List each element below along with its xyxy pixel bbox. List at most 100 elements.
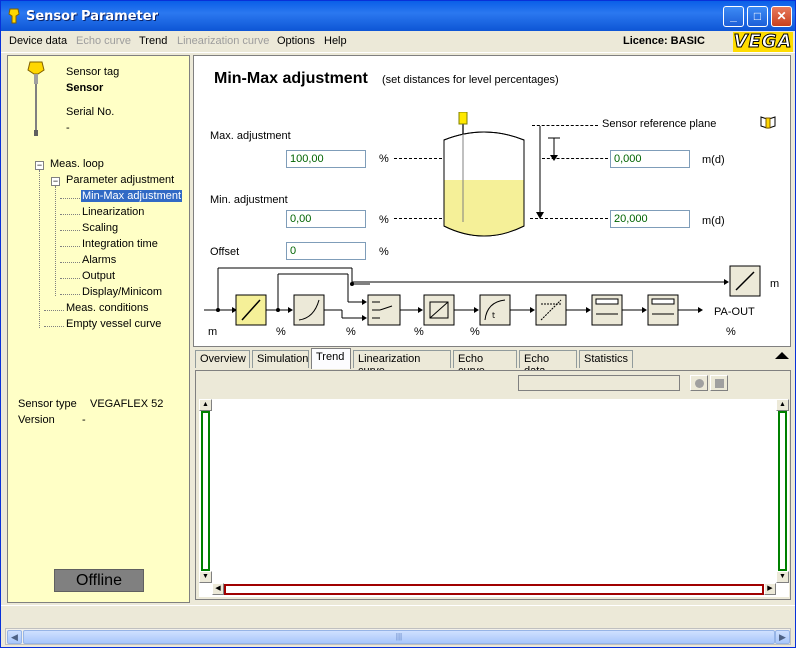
scroll-down-icon[interactable]: ▼ [199, 571, 212, 583]
top-output-unit: m [770, 278, 780, 290]
page-title: Min-Max adjustment [214, 70, 368, 87]
window-title: Sensor Parameter [26, 9, 158, 24]
trend-progress-bar [518, 375, 680, 391]
tree-parameter-adjustment[interactable]: Parameter adjustment [66, 174, 175, 186]
vega-logo: VEGA [733, 31, 793, 52]
window-horizontal-scrollbar[interactable]: ◀ ||| ▶ [5, 628, 791, 645]
tree-line [39, 170, 40, 328]
record-icon [695, 379, 704, 388]
scroll-thumb[interactable]: ||| [23, 630, 775, 644]
svg-text:t: t [492, 311, 495, 320]
tab-overview[interactable]: Overview [195, 350, 250, 368]
collapse-panel-icon[interactable] [775, 352, 789, 359]
tree-line [60, 246, 80, 247]
tank-diagram [443, 112, 525, 237]
scroll-track[interactable] [201, 411, 210, 571]
horizontal-scrollbar[interactable]: ◀ ▶ [212, 583, 776, 596]
tree-line [60, 198, 80, 199]
max-adjustment-percent-field[interactable]: 100,00 [286, 150, 366, 168]
tree-empty-vessel-curve[interactable]: Empty vessel curve [66, 318, 162, 330]
offset-field[interactable]: 0 [286, 242, 366, 260]
menu-help[interactable]: Help [324, 35, 347, 47]
manual-book-icon[interactable] [759, 114, 777, 130]
menu-options[interactable]: Options [277, 35, 315, 47]
stop-button[interactable] [710, 375, 728, 391]
tree-line [55, 186, 56, 296]
page-subtitle: (set distances for level percentages) [382, 74, 559, 86]
tab-linearization-curve[interactable]: Linearization curve [353, 350, 451, 377]
tree-meas-conditions[interactable]: Meas. conditions [66, 302, 149, 314]
reference-plane-line [532, 125, 598, 126]
serial-value: - [66, 122, 70, 134]
max-level-line [394, 158, 442, 159]
trend-plot-area[interactable]: ▲ ▼ ▲ ▼ ◀ ▶ [199, 399, 789, 597]
app-icon [8, 8, 20, 24]
tab-echo-curve[interactable]: Echo curve [453, 350, 517, 377]
scroll-up-icon[interactable]: ▲ [776, 399, 789, 411]
menu-linearization-curve[interactable]: Linearization curve [177, 35, 270, 47]
menu-trend[interactable]: Trend [139, 35, 168, 47]
input-unit-m: m [208, 326, 218, 338]
tab-statistics[interactable]: Statistics [579, 350, 633, 368]
maximize-icon: □ [753, 9, 762, 23]
chain-unit-pct: % [414, 326, 424, 338]
sensor-tree-panel: Sensor tag Sensor Serial No. - − Meas. l… [7, 55, 190, 603]
tree-collapse-icon[interactable]: − [51, 176, 60, 186]
sensor-reference-plane-label: Sensor reference plane [602, 118, 717, 130]
maximize-button[interactable]: □ [747, 6, 768, 27]
max-adjustment-label: Max. adjustment [210, 130, 291, 142]
tree-line [60, 294, 80, 295]
scroll-right-icon[interactable]: ▶ [775, 630, 790, 644]
sensor-type-value: VEGAFLEX 52 [90, 398, 164, 410]
tab-echo-data[interactable]: Echo data [519, 350, 577, 377]
tree-meas-loop[interactable]: Meas. loop [50, 158, 104, 170]
tree-item-linearization[interactable]: Linearization [82, 206, 145, 218]
offset-label: Offset [210, 246, 240, 258]
menu-device-data[interactable]: Device data [9, 35, 68, 47]
tab-simulation[interactable]: Simulation [252, 350, 309, 368]
trend-panel: ▲ ▼ ▲ ▼ ◀ ▶ [195, 370, 791, 600]
scroll-right-icon[interactable]: ▶ [764, 583, 776, 595]
tree-item-output[interactable]: Output [82, 270, 116, 282]
menu-echo-curve[interactable]: Echo curve [76, 35, 132, 47]
minimize-icon: _ [730, 9, 737, 23]
scroll-track[interactable] [778, 411, 787, 571]
tree-line [44, 326, 64, 327]
max-percent-unit: % [379, 153, 389, 165]
tree-line [44, 310, 64, 311]
close-button[interactable]: ✕ [771, 6, 792, 27]
scroll-track[interactable] [224, 584, 764, 595]
record-button[interactable] [690, 375, 708, 391]
signal-processing-chain: t [204, 265, 761, 326]
tree-item-display-minicom[interactable]: Display/Minicom [82, 286, 163, 298]
tree-item-scaling[interactable]: Scaling [82, 222, 119, 234]
tree-line [60, 278, 80, 279]
tab-trend[interactable]: Trend [311, 348, 351, 369]
max-level-line [542, 158, 608, 159]
scroll-left-icon[interactable]: ◀ [212, 583, 224, 595]
scroll-up-icon[interactable]: ▲ [199, 399, 212, 411]
scroll-left-icon[interactable]: ◀ [7, 630, 22, 644]
scroll-down-icon[interactable]: ▼ [776, 571, 789, 583]
version-value: - [82, 414, 86, 426]
min-adjustment-percent-field[interactable]: 0,00 [286, 210, 366, 228]
left-vertical-scrollbar[interactable]: ▲ ▼ [199, 399, 212, 583]
max-adjustment-distance-field[interactable]: 0,000 [610, 150, 690, 168]
tree-item-alarms[interactable]: Alarms [82, 254, 117, 266]
minimize-button[interactable]: _ [723, 6, 744, 27]
tab-bar: Overview Simulation Trend Linearization … [193, 348, 791, 377]
tree-line [60, 214, 80, 215]
chain-unit-pct: % [276, 326, 286, 338]
tree-collapse-icon[interactable]: − [35, 160, 44, 170]
offset-unit: % [379, 246, 389, 258]
serial-label: Serial No. [66, 106, 115, 118]
title-bar[interactable]: Sensor Parameter _ □ ✕ [1, 1, 795, 31]
tree-item-integration-time[interactable]: Integration time [82, 238, 158, 250]
distance-arrows [536, 126, 560, 219]
sensor-type-label: Sensor type [18, 398, 77, 410]
right-vertical-scrollbar[interactable]: ▲ ▼ [776, 399, 789, 583]
min-adjustment-distance-field[interactable]: 20,000 [610, 210, 690, 228]
tree-item-min-max-adjustment[interactable]: Min-Max adjustment [81, 190, 183, 202]
close-icon: ✕ [776, 9, 787, 23]
tree-line [60, 262, 80, 263]
